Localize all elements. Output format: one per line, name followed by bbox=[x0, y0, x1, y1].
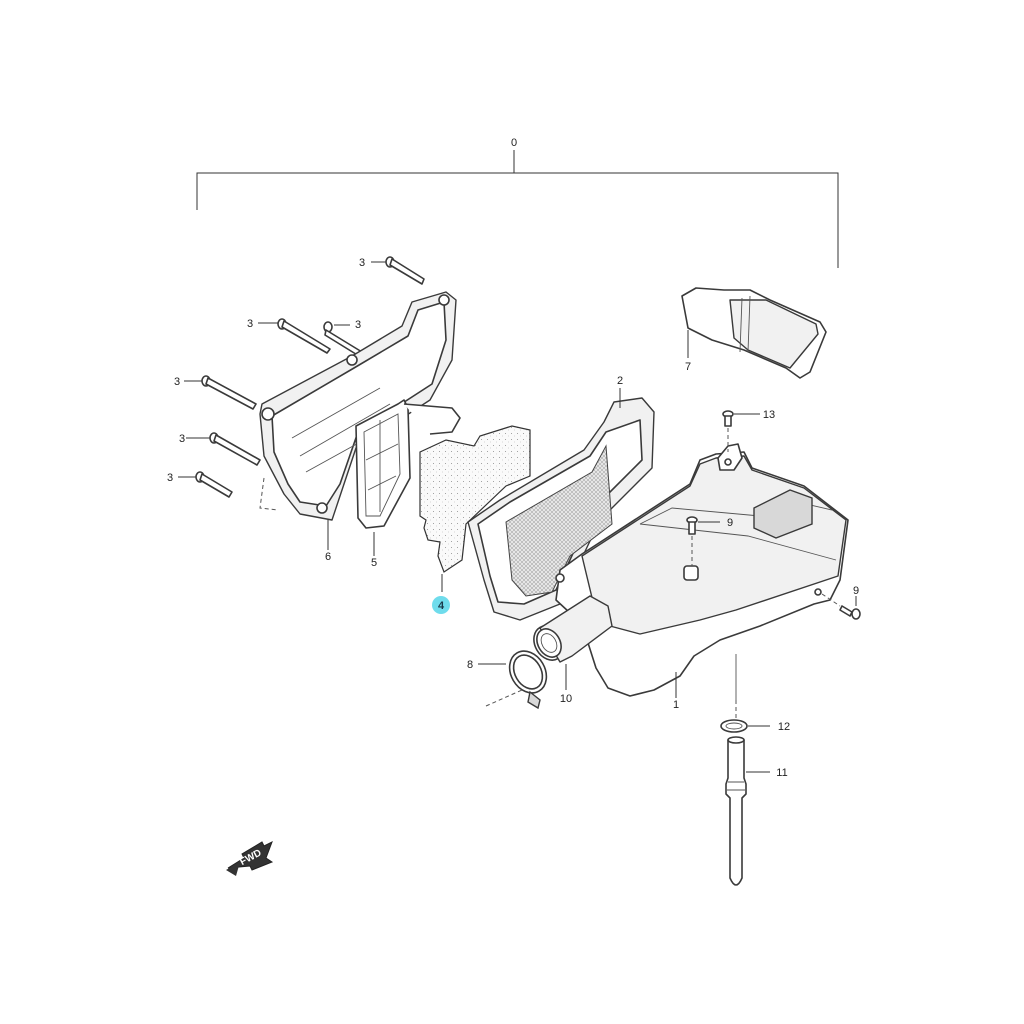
label-3f[interactable]: 3 bbox=[167, 472, 173, 484]
screw-9-side: 9 bbox=[821, 585, 861, 620]
bolt bbox=[258, 318, 331, 354]
screw-9-top: 9 bbox=[686, 516, 733, 566]
label-2[interactable]: 2 bbox=[617, 375, 623, 387]
filter-frame: 2 bbox=[467, 375, 655, 621]
label-5[interactable]: 5 bbox=[371, 557, 377, 569]
screw-13: 13 bbox=[722, 409, 775, 452]
air-cleaner-cover: 6 bbox=[259, 291, 457, 563]
assembly-bracket: 0 bbox=[196, 137, 839, 268]
bolt bbox=[184, 375, 257, 410]
label-3e[interactable]: 3 bbox=[179, 433, 185, 445]
label-1[interactable]: 1 bbox=[673, 699, 679, 711]
label-13[interactable]: 13 bbox=[763, 409, 775, 421]
intake-duct: 7 bbox=[681, 287, 827, 379]
highlight-marker bbox=[432, 596, 450, 614]
connecting-tube: 10 bbox=[533, 595, 613, 705]
label-7[interactable]: 7 bbox=[685, 361, 691, 373]
label-4[interactable]: 4 bbox=[438, 600, 445, 612]
bolt bbox=[186, 432, 261, 466]
label-11[interactable]: 11 bbox=[776, 767, 787, 779]
label-3b[interactable]: 3 bbox=[247, 318, 253, 330]
bolt-group-3: 3 3 3 3 3 3 bbox=[167, 256, 425, 498]
label-10[interactable]: 10 bbox=[560, 693, 572, 705]
label-0[interactable]: 0 bbox=[511, 137, 517, 149]
label-8[interactable]: 8 bbox=[467, 659, 473, 671]
hose-clamp: 8 bbox=[467, 650, 548, 710]
drain-tube: 11 bbox=[725, 736, 788, 886]
clip-12: 12 bbox=[720, 654, 790, 733]
bolt bbox=[371, 256, 425, 285]
label-3c[interactable]: 3 bbox=[355, 319, 361, 331]
bolt bbox=[178, 471, 233, 498]
label-12[interactable]: 12 bbox=[778, 721, 790, 733]
label-9b[interactable]: 9 bbox=[853, 585, 859, 597]
air-filter-element: 4 bbox=[419, 425, 531, 614]
label-9a[interactable]: 9 bbox=[727, 517, 733, 529]
gasket: 5 bbox=[355, 399, 461, 569]
label-3d[interactable]: 3 bbox=[174, 376, 180, 388]
bolt bbox=[323, 321, 363, 357]
label-6[interactable]: 6 bbox=[325, 551, 331, 563]
forward-direction-arrow: FWD bbox=[226, 840, 274, 876]
air-cleaner-case: 1 bbox=[555, 443, 849, 711]
label-3a[interactable]: 3 bbox=[359, 257, 365, 269]
